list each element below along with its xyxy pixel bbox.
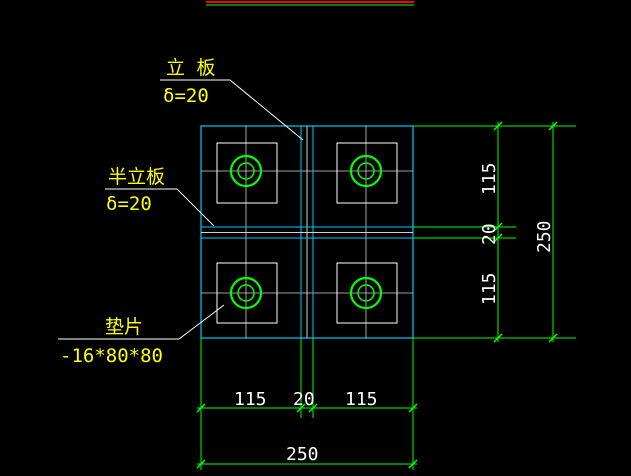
bolts xyxy=(229,154,383,310)
leader-half-plate xyxy=(105,188,215,227)
bolt-top-right xyxy=(349,154,383,188)
dim-right-total: 250 xyxy=(534,220,555,253)
dim-bottom-right: 115 xyxy=(345,389,378,410)
label-half-plate-name: 半立板 xyxy=(108,166,165,188)
washer-top-right xyxy=(336,142,398,204)
washer-top-left xyxy=(216,142,278,204)
washer-bottom-left xyxy=(216,262,278,324)
label-vertical-plate-name: 立 板 xyxy=(166,57,215,79)
bolt-bottom-left xyxy=(229,276,263,310)
leader-washer xyxy=(58,304,225,340)
half-plate xyxy=(201,226,413,239)
right-dimension-lines xyxy=(413,121,576,343)
dim-right-mid: 20 xyxy=(479,223,500,245)
label-vertical-plate-thickness: δ=20 xyxy=(163,85,209,107)
dim-right-top: 115 xyxy=(479,162,500,195)
label-half-plate-thickness: δ=20 xyxy=(106,193,152,215)
bolt-top-left xyxy=(229,154,263,188)
bolt-bottom-right xyxy=(349,276,383,310)
top-bar xyxy=(206,1,414,6)
dim-bottom-total: 250 xyxy=(286,444,319,465)
dim-bottom-mid: 20 xyxy=(293,389,315,410)
leader-lines xyxy=(58,79,304,340)
dim-right-bottom: 115 xyxy=(479,272,500,305)
washer-bottom-right xyxy=(336,262,398,324)
washers xyxy=(216,142,398,324)
dim-bottom-left: 115 xyxy=(234,389,267,410)
bottom-dimension-lines xyxy=(196,338,418,470)
label-washer-spec: -16*80*80 xyxy=(60,345,163,367)
label-washer-name: 垫片 xyxy=(105,316,143,338)
leader-vertical-plate xyxy=(160,79,304,141)
